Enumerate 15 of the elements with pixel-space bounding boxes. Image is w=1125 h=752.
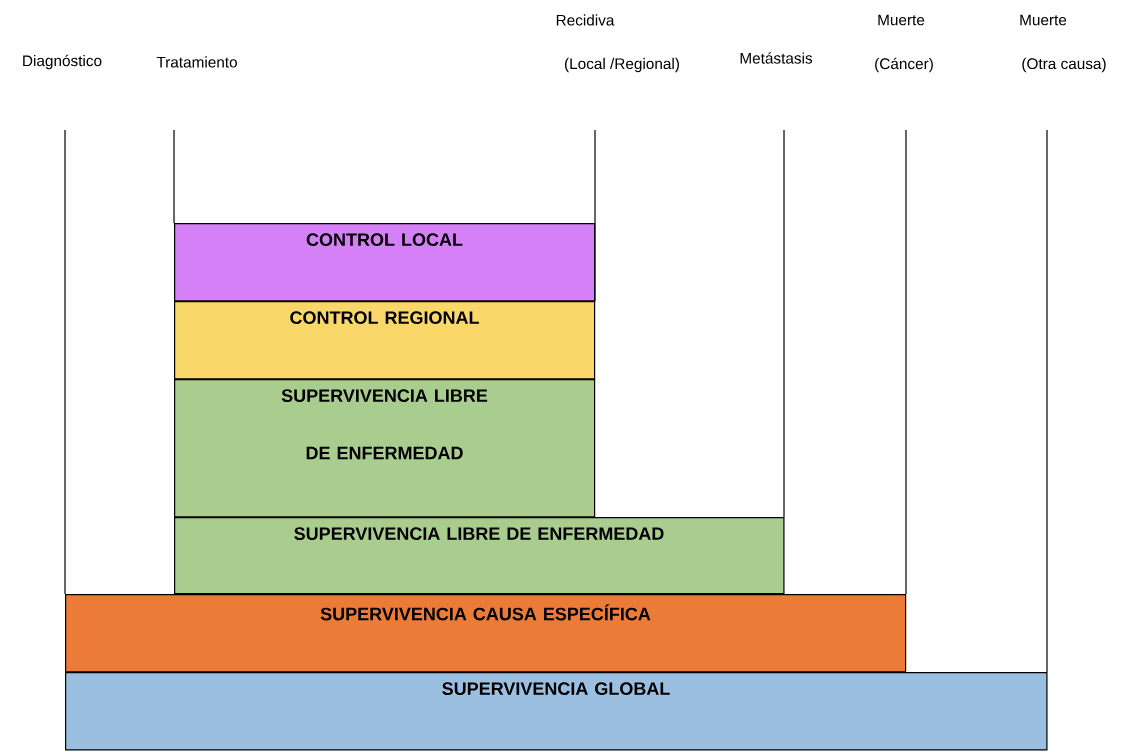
outcome-bar: SUPERVIVENCIA GLOBAL	[65, 672, 1048, 751]
timeline-label: Diagnóstico	[23, 54, 102, 70]
outcome-bar: SUPERVIVENCIA LIBRE DE ENFERMEDAD	[174, 379, 596, 518]
timeline-label: (Otra causa)	[1022, 57, 1106, 73]
timeline-label: Metástasis	[740, 52, 813, 64]
outcome-bar: SUPERVIVENCIA CAUSA ESPECÍFICA	[65, 594, 907, 673]
timeline-label: Muerte	[878, 14, 925, 26]
timeline-label: Recidiva	[556, 14, 615, 26]
outcome-bar: CONTROL LOCAL	[174, 223, 596, 302]
outcome-bar: SUPERVIVENCIA LIBRE DE ENFERMEDAD	[174, 517, 785, 595]
outcome-bar: CONTROL REGIONAL	[174, 301, 596, 380]
timeline-label: (Local /Regional)	[565, 57, 679, 73]
timeline-label: Tratamiento	[156, 56, 237, 68]
timeline-label: Muerte	[1020, 14, 1067, 26]
timeline-label: (Cáncer)	[875, 57, 933, 73]
